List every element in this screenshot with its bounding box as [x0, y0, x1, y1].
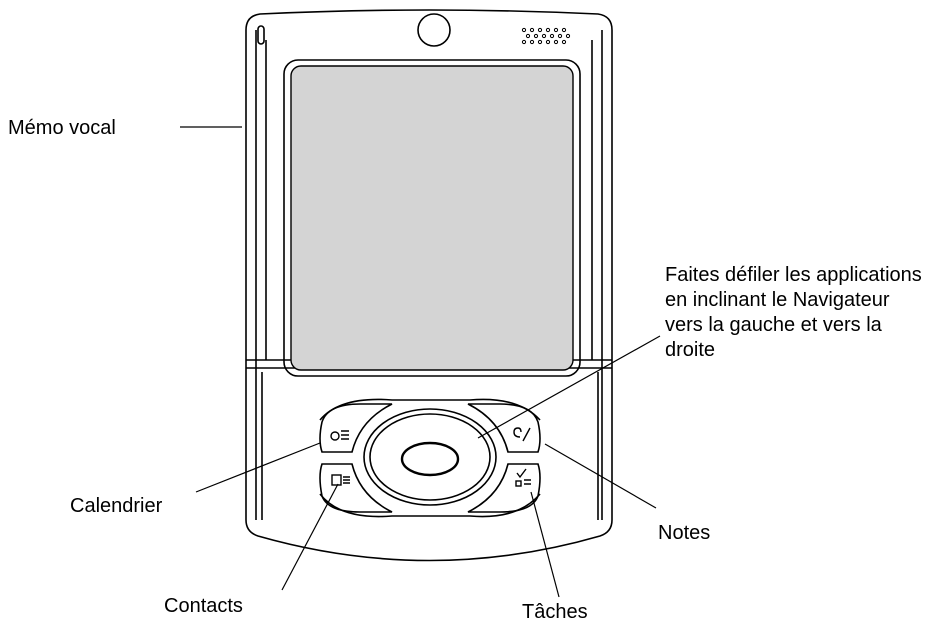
callout-line-notes: [544, 443, 657, 509]
tasks-icon: [515, 468, 531, 487]
screen-bezel: [283, 59, 581, 377]
label-calendar: Calendrier: [70, 495, 163, 517]
calendar-icon: [330, 430, 349, 441]
cluster-bottom-bar: [319, 493, 541, 518]
camera-lens-icon: [417, 13, 451, 47]
navigator-ring-inner: [369, 413, 491, 501]
speaker-grill-icon: [521, 27, 571, 45]
tasks-button[interactable]: [467, 463, 541, 513]
navigator-ring[interactable]: [363, 408, 497, 506]
label-tasks: Tâches: [522, 601, 588, 623]
callout-line-navigator: [477, 335, 661, 439]
callout-line-tasks: [530, 491, 560, 598]
device-body: [245, 9, 613, 562]
notes-button[interactable]: [467, 403, 541, 453]
navigator-center-button[interactable]: [400, 441, 460, 477]
label-notes: Notes: [658, 522, 711, 544]
contacts-icon: [331, 474, 350, 486]
contacts-button[interactable]: [319, 463, 393, 513]
screen[interactable]: [290, 65, 574, 371]
notes-icon: [513, 427, 531, 442]
label-voice-memo: Mémo vocal: [8, 117, 116, 139]
label-contacts: Contacts: [164, 595, 243, 617]
calendar-button[interactable]: [319, 403, 393, 453]
label-navigator: Faites défiler les applications en incli…: [665, 264, 922, 361]
voice-memo-button[interactable]: [257, 25, 265, 45]
callout-line-calendar: [195, 442, 321, 493]
callout-line-contacts: [281, 483, 339, 591]
